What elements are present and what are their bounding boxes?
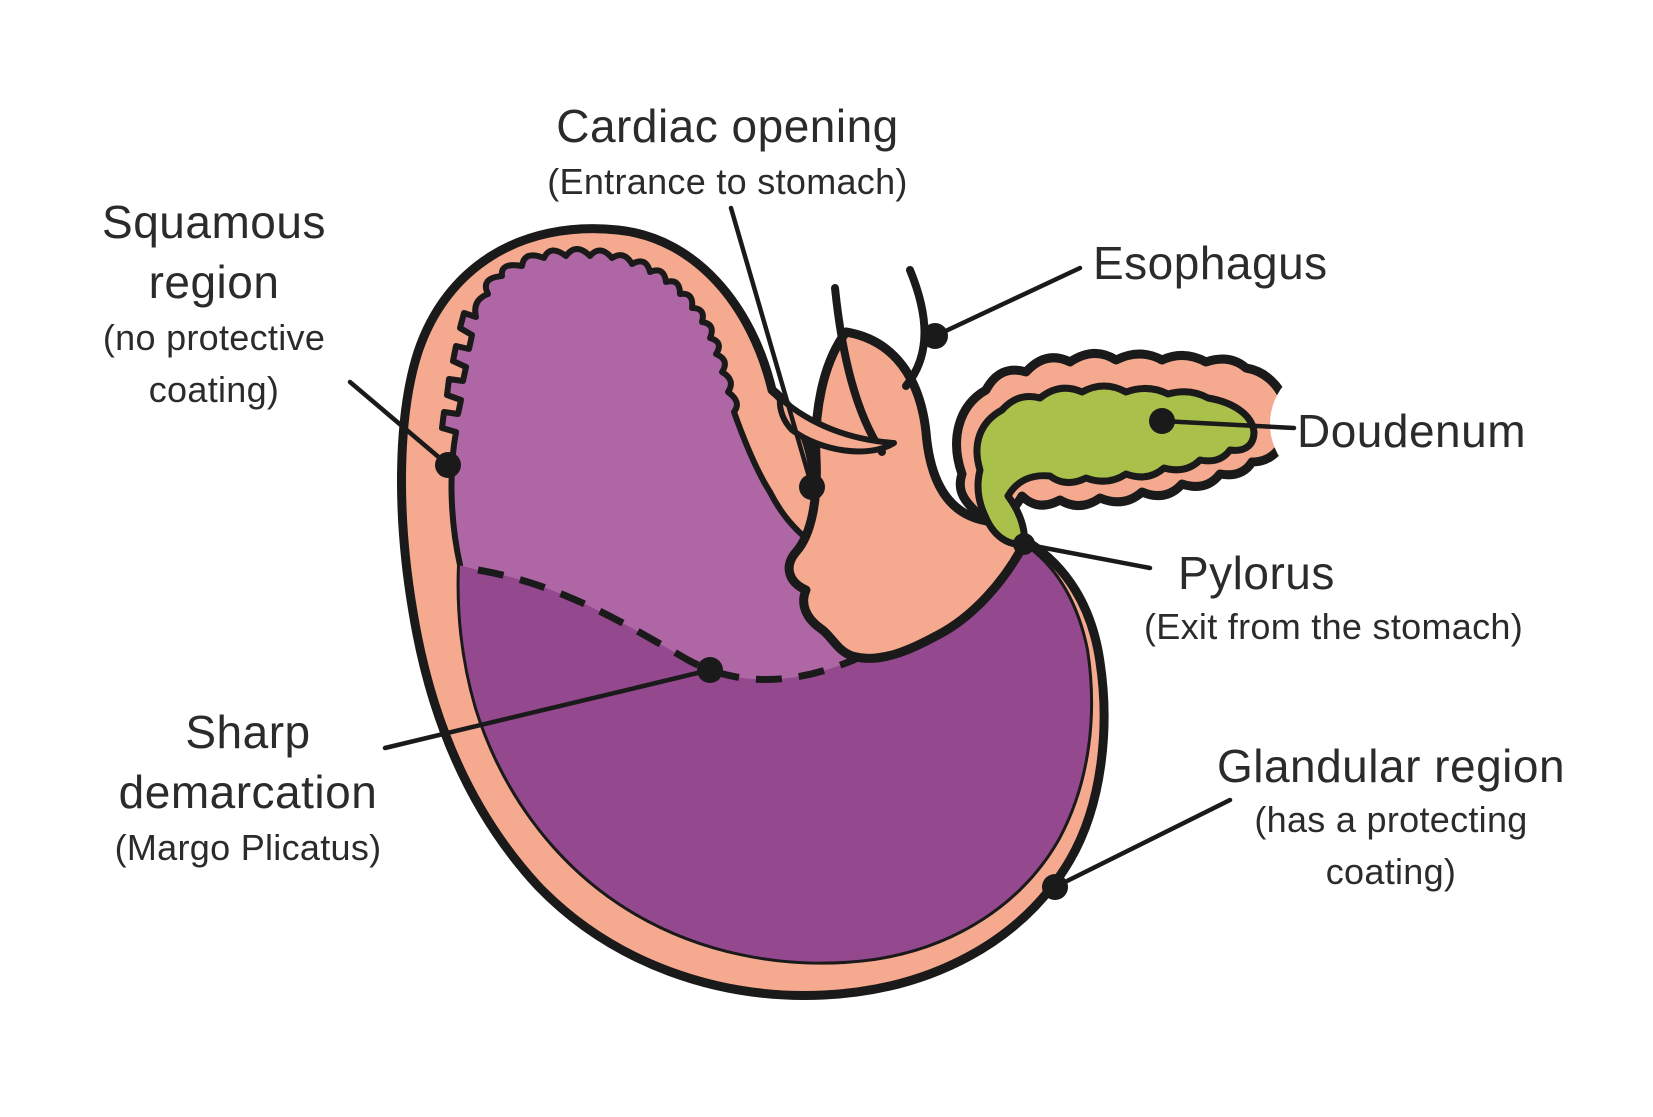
esophagus-marker-dot xyxy=(922,323,948,349)
glandular-marker-dot xyxy=(1042,874,1068,900)
esophagus-fold xyxy=(776,395,897,455)
duodenum-label: Doudenum xyxy=(1297,401,1526,461)
sharp-demarcation-label: Sharp demarcation (Margo Plicatus) xyxy=(72,702,424,874)
pylorus-title: Pylorus xyxy=(1178,547,1335,599)
pylorus-leader-line xyxy=(1021,541,1153,571)
duodenum-leader-line xyxy=(1159,418,1297,431)
cardiac-opening-subtitle: (Entrance to stomach) xyxy=(547,161,908,202)
squamous-subtitle-line2: coating) xyxy=(148,369,280,410)
sharp-demarcation-leader-line xyxy=(382,667,713,751)
glandular-leader-line xyxy=(1052,797,1233,890)
squamous-subtitle-line1: (no protective xyxy=(102,317,326,358)
sharp-demarcation-subtitle: (Margo Plicatus) xyxy=(114,827,382,868)
pylorus-sublabel: (Exit from the stomach) xyxy=(1144,601,1523,653)
sharp-demarcation-title-line1: Sharp xyxy=(185,706,311,758)
cardiac-neck-band xyxy=(784,327,1029,663)
duodenum-title: Doudenum xyxy=(1297,405,1527,457)
glandular-subtitle-line2: coating) xyxy=(1325,851,1457,892)
cardiac-marker-dot xyxy=(799,474,825,500)
cardiac-leader-line xyxy=(728,205,815,490)
squamous-leader-line xyxy=(347,379,451,468)
cardiac-opening-label: Cardiac opening (Entrance to stomach) xyxy=(470,96,985,208)
duodenum-core xyxy=(973,382,1258,548)
pylorus-label: Pylorus xyxy=(1178,543,1335,603)
esophagus-title: Esophagus xyxy=(1093,237,1328,289)
esophagus-label: Esophagus xyxy=(1093,233,1328,293)
cardiac-opening-title: Cardiac opening xyxy=(556,100,899,152)
esophagus-leader-line xyxy=(932,265,1083,339)
glandular-region-label: Glandular region (has a protecting coati… xyxy=(1152,738,1630,898)
squamous-title-line1: Squamous xyxy=(102,196,326,248)
glandular-title: Glandular region xyxy=(1216,740,1566,792)
pylorus-marker-dot xyxy=(1013,533,1035,555)
squamous-region-label: Squamous region (no protective coating) xyxy=(28,192,400,416)
sharp-demarcation-marker-dot xyxy=(697,657,723,683)
esophagus-wall-left xyxy=(831,284,886,456)
squamous-title-line2: region xyxy=(148,256,280,308)
duodenum-marker-dot xyxy=(1149,408,1175,434)
glandular-subtitle-line1: (has a protecting xyxy=(1254,799,1528,840)
sharp-demarcation-title-line2: demarcation xyxy=(118,766,378,818)
squamous-marker-dot xyxy=(435,452,461,478)
pylorus-subtitle: (Exit from the stomach) xyxy=(1144,606,1523,647)
duodenum-cutoff-mask xyxy=(1270,362,1394,486)
